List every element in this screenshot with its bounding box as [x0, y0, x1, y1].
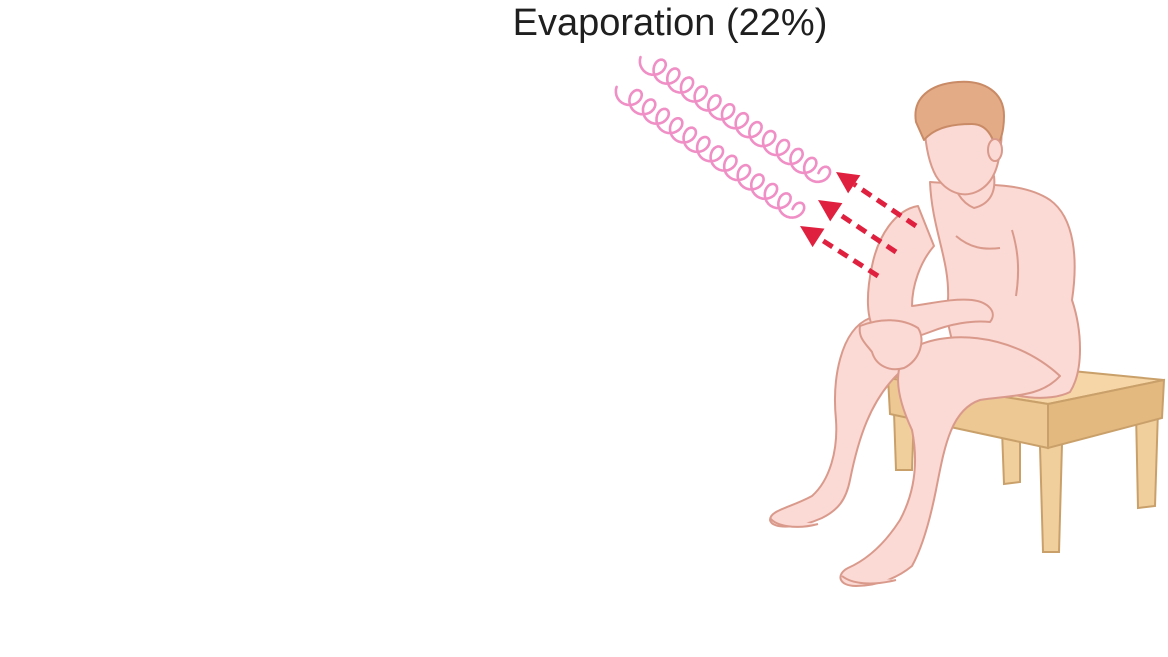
- evaporation-arrows: [800, 172, 918, 279]
- person-hair: [914, 80, 1005, 151]
- stool-leg: [1038, 442, 1064, 553]
- person-chest-line: [1011, 229, 1020, 297]
- person-arm: [866, 205, 994, 340]
- dashed-arrow-icon: [818, 200, 898, 255]
- person-back-leg: [769, 317, 901, 528]
- person-foot: [769, 517, 819, 528]
- diagram-title: Evaporation (22%): [512, 2, 828, 44]
- person-foot: [841, 575, 897, 585]
- dashed-arrow-icon: [836, 172, 918, 229]
- dashed-arrow-icon: [800, 226, 880, 279]
- person-ear: [987, 138, 1003, 162]
- vapor-coil-icon: [638, 55, 832, 184]
- stool-apron-side: [1047, 378, 1166, 450]
- vapor-coil-icon: [614, 85, 806, 219]
- seated-person: [769, 80, 1081, 587]
- person-chest-line: [955, 235, 1001, 250]
- vapor-coils: [614, 55, 832, 219]
- person-hands: [858, 319, 923, 371]
